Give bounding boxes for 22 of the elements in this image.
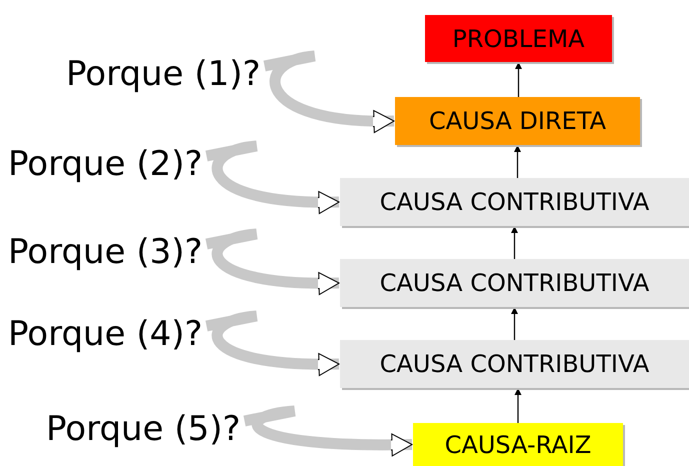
arrow: [511, 226, 518, 259]
arrow: [514, 388, 522, 423]
arrow: [511, 307, 518, 340]
cause-box: [425, 15, 612, 62]
cause-box: [395, 97, 640, 145]
box-label: CAUSA CONTRIBUTIVA: [380, 188, 650, 216]
cause-box: [340, 178, 689, 226]
box-label: PROBLEMA: [452, 24, 585, 52]
question-text: Porque (1)?: [66, 54, 261, 94]
cause-box: [340, 340, 689, 388]
question-text: Porque (3)?: [8, 232, 203, 272]
cause-box: [413, 423, 623, 466]
box-label: CAUSA CONTRIBUTIVA: [380, 350, 650, 378]
question-text: Porque (4)?: [8, 314, 203, 354]
arrow: [515, 62, 522, 97]
box-label: CAUSA DIRETA: [428, 107, 606, 135]
question-text: Porque (5)?: [46, 409, 241, 449]
box-label: CAUSA-RAIZ: [444, 430, 592, 458]
cause-box: [340, 259, 689, 307]
box-label: CAUSA CONTRIBUTIVA: [380, 269, 650, 297]
arrow: [514, 145, 521, 178]
question-text: Porque (2)?: [8, 144, 203, 184]
